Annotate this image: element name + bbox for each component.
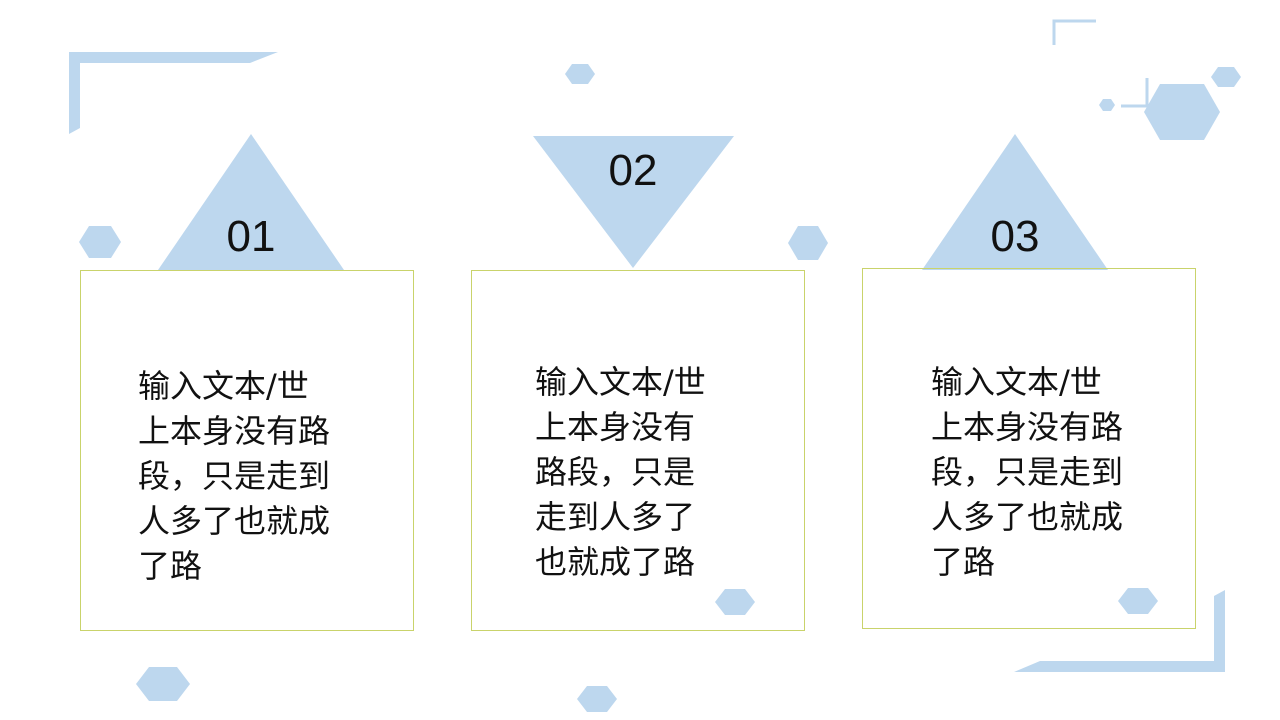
text-line: 上本身没有路 [138, 412, 331, 450]
text-line: 人多了也就成 [931, 498, 1124, 536]
card-number-03: 03 [990, 212, 1040, 261]
hexagon [715, 589, 755, 615]
card-02-text: 输入文本/世 上本身没有 路段，只是 走到人多了 也就成了路 [535, 360, 706, 585]
corner-bracket-bottom-right [1014, 590, 1225, 672]
text-line: 上本身没有路 [931, 408, 1124, 446]
text-line: 输入文本/世 [138, 367, 309, 405]
card-01 [80, 270, 414, 631]
corner-line-top-right [1052, 19, 1096, 45]
text-line: 走到人多了 [535, 498, 696, 536]
hexagon [1144, 84, 1220, 140]
text-line: 输入文本/世 [535, 363, 706, 401]
corner-bracket-top-left [69, 52, 278, 134]
card-02 [471, 270, 805, 631]
hexagon [79, 226, 121, 258]
text-line: 输入文本/世 [931, 363, 1102, 401]
text-line: 了路 [931, 543, 996, 581]
text-line: 人多了也就成 [138, 502, 331, 540]
text-line: 段，只是走到 [138, 457, 331, 495]
connector-line [1121, 78, 1149, 108]
card-number-01: 01 [226, 212, 276, 261]
text-line: 也就成了路 [535, 543, 696, 581]
text-line: 路段，只是 [535, 453, 696, 491]
hexagon [1211, 67, 1241, 87]
card-01-text: 输入文本/世 上本身没有路 段，只是走到 人多了也就成 了路 [138, 364, 330, 589]
hexagon [565, 64, 595, 84]
card-03 [862, 268, 1196, 629]
hexagon [1118, 588, 1158, 614]
hexagon [577, 686, 617, 712]
hexagon [788, 226, 828, 260]
card-number-02: 02 [608, 146, 658, 195]
hexagon [1099, 99, 1115, 111]
hexagon [136, 667, 190, 701]
triangle-01 [158, 134, 344, 270]
triangle-03 [922, 134, 1108, 270]
text-line: 了路 [138, 547, 203, 585]
card-03-text: 输入文本/世 上本身没有路 段，只是走到 人多了也就成 了路 [931, 360, 1123, 585]
triangle-02 [533, 136, 734, 268]
text-line: 段，只是走到 [931, 453, 1124, 491]
text-line: 上本身没有 [535, 408, 696, 446]
